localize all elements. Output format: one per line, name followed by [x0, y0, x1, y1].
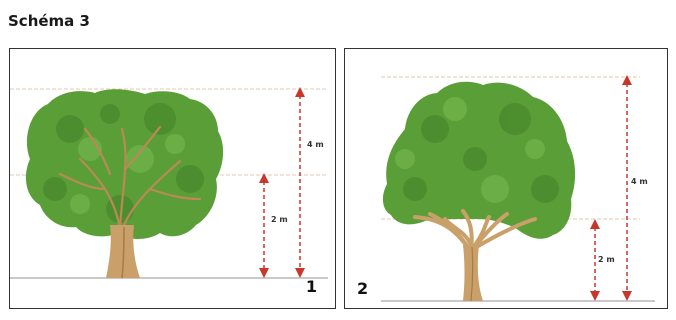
height-arrow-4m — [295, 87, 305, 278]
height-label-2m: 2 m — [598, 255, 615, 264]
diagram-panel-1: 4 m 2 m 1 — [9, 48, 336, 309]
height-arrow-2m — [259, 173, 269, 278]
panel-number: 1 — [305, 277, 317, 296]
height-label-4m: 4 m — [307, 140, 324, 149]
figure-title: Schéma 3 — [8, 12, 90, 30]
crown-shading — [403, 103, 559, 203]
height-arrow-2m — [590, 219, 600, 301]
tree-branches — [58, 125, 202, 231]
tree-illustration-1 — [10, 87, 328, 279]
height-arrow-4m — [622, 75, 632, 301]
height-label-2m: 2 m — [271, 215, 288, 224]
tree-crown — [382, 81, 576, 239]
diagram-panel-2: 4 m 2 m 2 — [344, 48, 668, 309]
tree-illustration-2 — [381, 75, 655, 302]
panel-number: 2 — [357, 279, 369, 298]
height-label-4m: 4 m — [631, 177, 648, 186]
